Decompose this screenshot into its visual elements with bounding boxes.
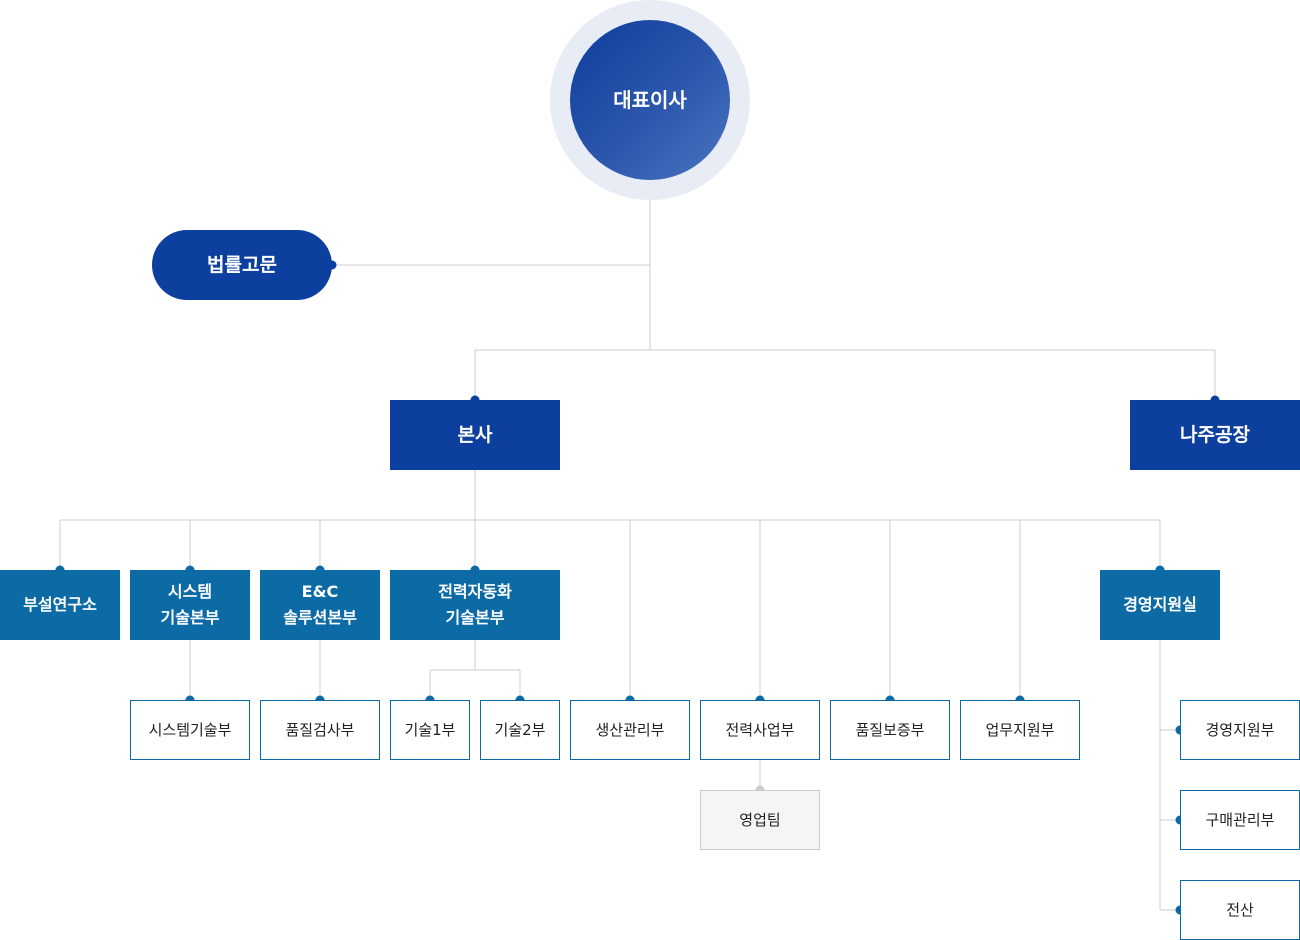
it-dept-node: 전산 [1180,880,1300,940]
system-tech-dept-node: 시스템기술부 [130,700,250,760]
quality-inspection-dept-node: 품질검사부 [260,700,380,760]
management-branch [1159,640,1180,911]
management-support-dept-node: 경영지원부 [1180,700,1300,760]
purchasing-dept-node: 구매관리부 [1180,790,1300,850]
power-automation-division-node: 전력자동화 기술본부 [390,570,560,640]
automation-split [429,640,521,700]
ceo-node: 대표이사 [570,20,730,180]
production-dept-node: 생산관리부 [570,700,690,760]
management-support-office-node: 경영지원실 [1100,570,1220,640]
legal-advisor-node: 법률고문 [152,230,332,300]
quality-assurance-dept-node: 품질보증부 [830,700,950,760]
system-division-node: 시스템 기술본부 [130,570,250,640]
connector-lines [59,180,1216,911]
naju-factory-node: 나주공장 [1130,400,1300,470]
sales-team-node: 영업팀 [700,790,820,850]
power-business-dept-node: 전력사업부 [700,700,820,760]
headquarters-node: 본사 [390,400,560,470]
tech1-dept-node: 기술1부 [390,700,470,760]
tech2-dept-node: 기술2부 [480,700,560,760]
business-support-dept-node: 업무지원부 [960,700,1080,760]
research-institute-node: 부설연구소 [0,570,120,640]
enc-division-node: E&C 솔루션본부 [260,570,380,640]
